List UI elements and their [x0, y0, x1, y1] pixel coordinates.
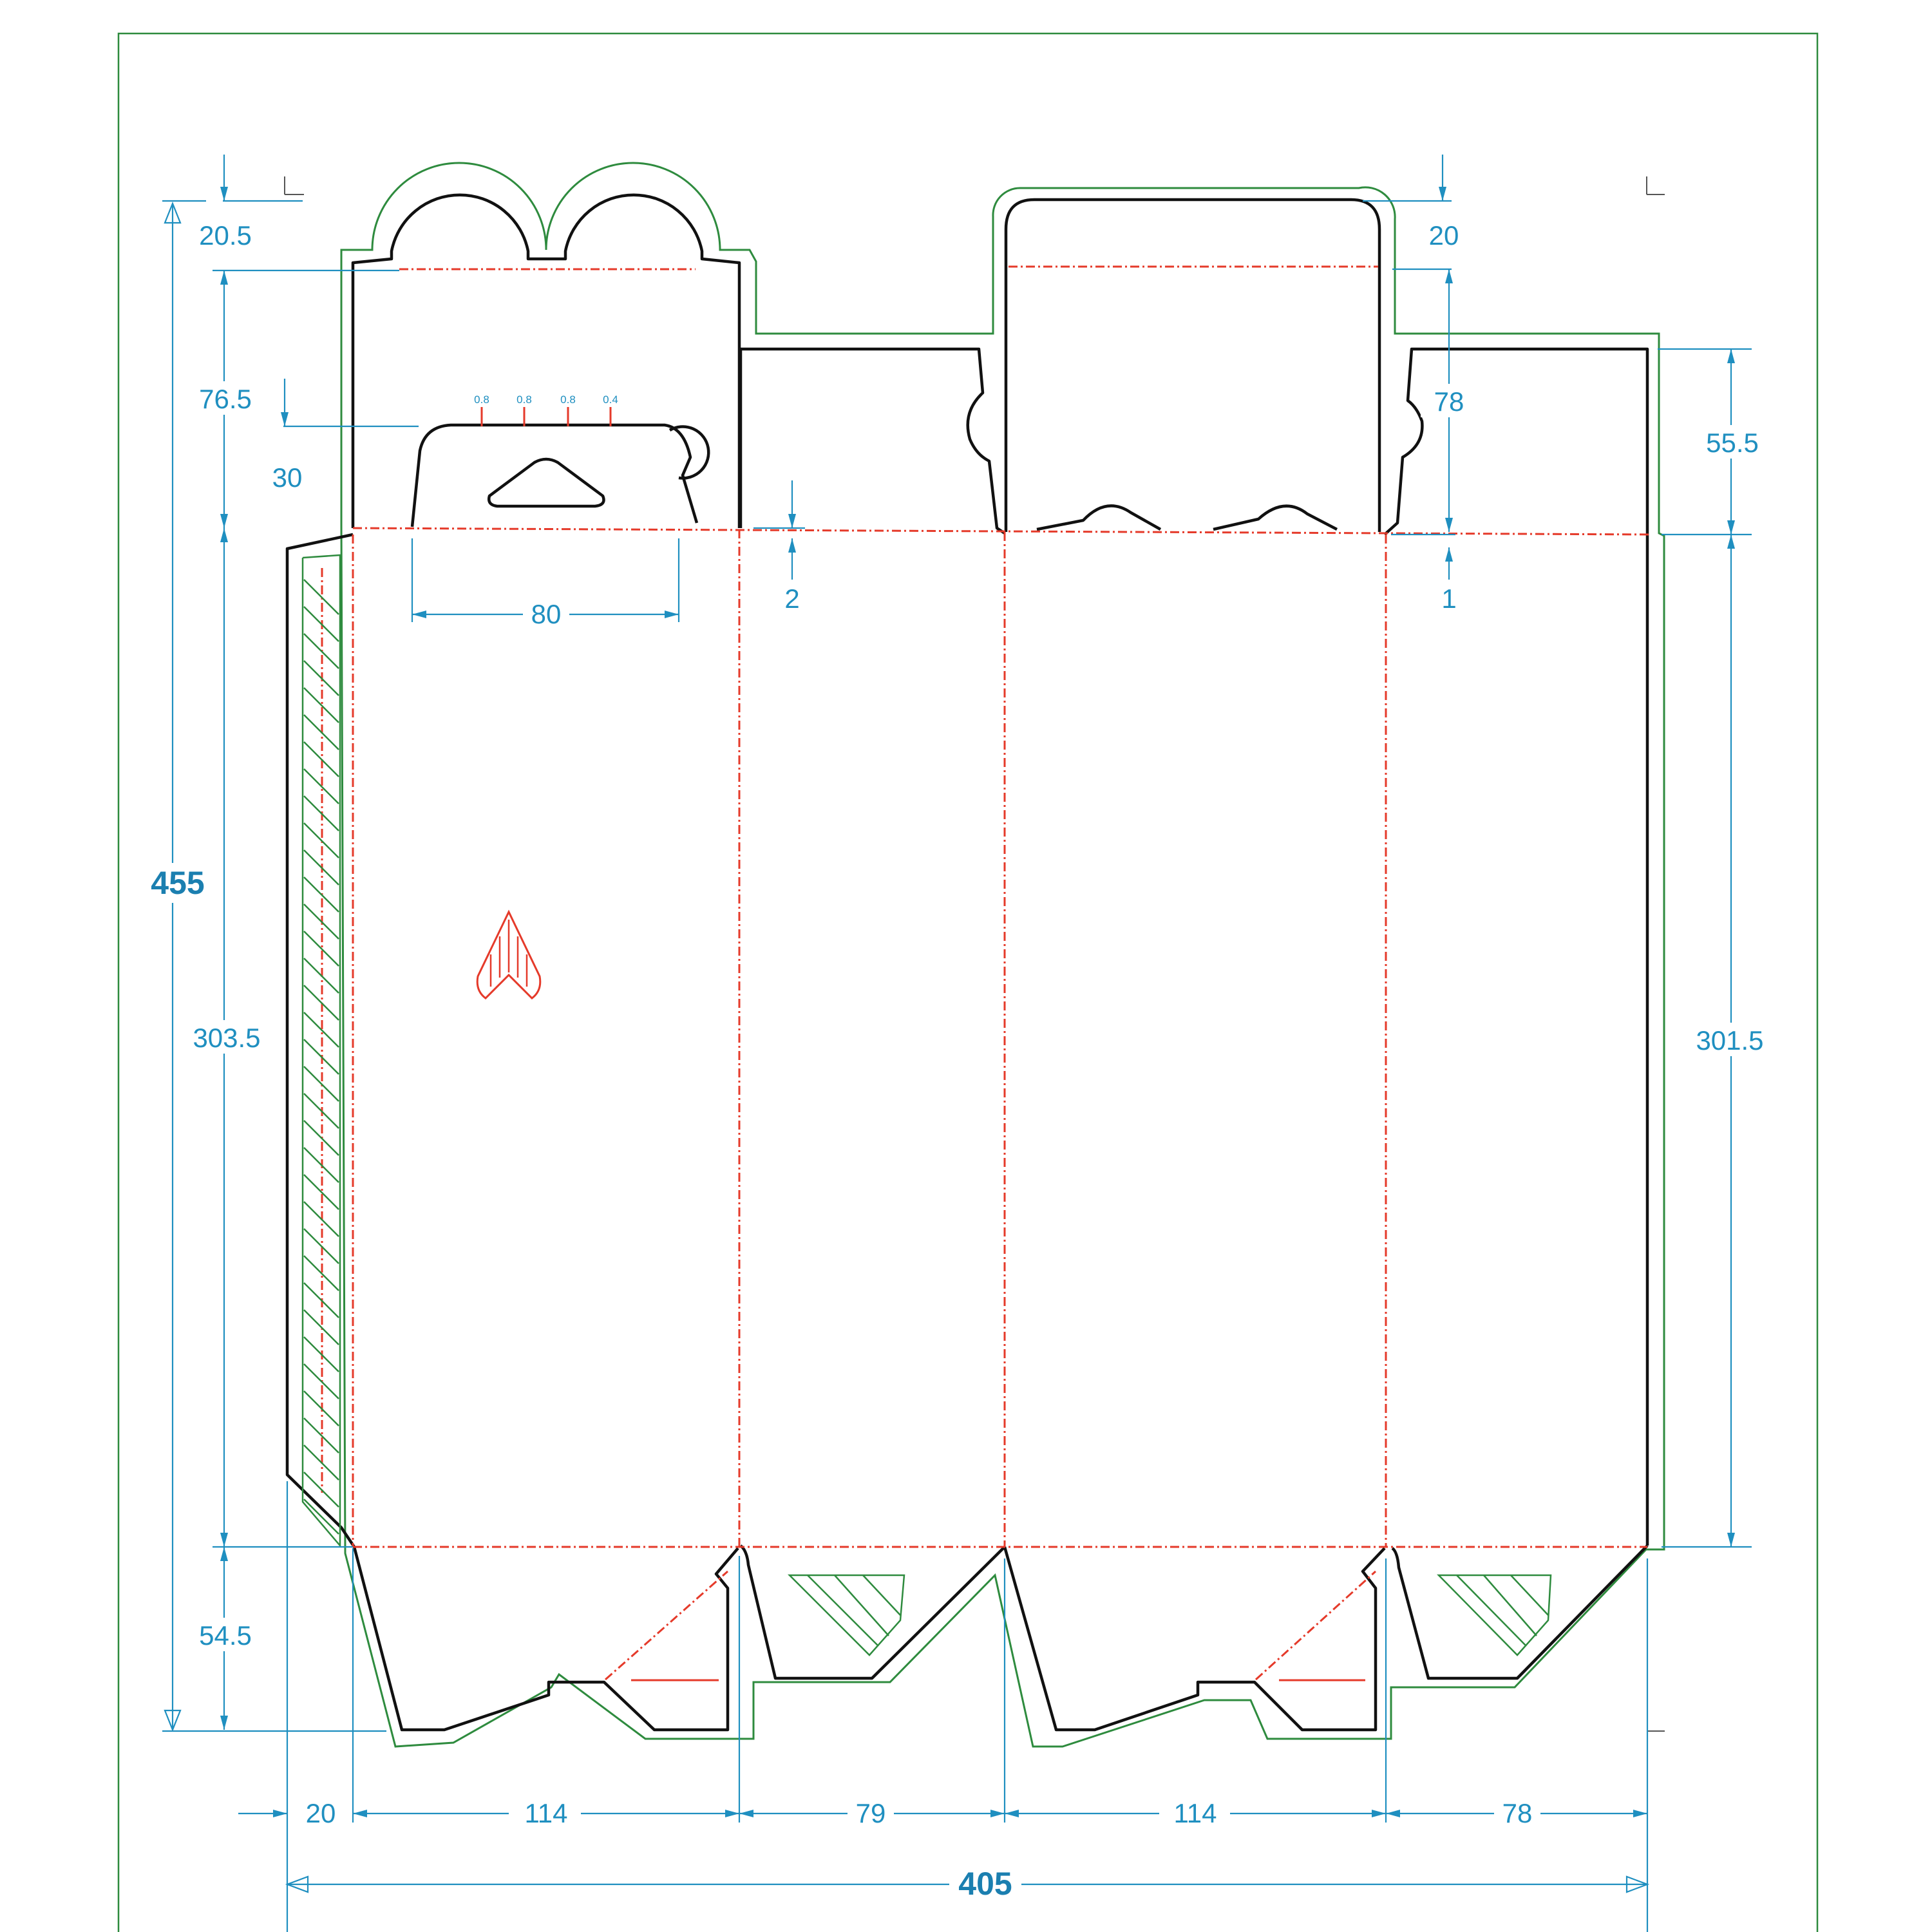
panel-2-top-flap-cut: [739, 347, 1006, 535]
hatch-line: [303, 822, 339, 858]
hatch-line: [303, 1012, 339, 1048]
dim-overall-width: 405: [958, 1866, 1012, 1902]
dim-top-flap-left: 20.5: [199, 220, 252, 251]
hatch-line: [303, 1499, 339, 1535]
dim-panel-1: 114: [525, 1798, 568, 1828]
left-top-flap-cut: [351, 193, 741, 528]
bottom-flap-4-cut: [1391, 1544, 1649, 1680]
dim-gap-left: 2: [784, 583, 799, 614]
dim-side-top-flap: 55.5: [1706, 428, 1759, 458]
hatch-line: [303, 606, 339, 642]
label-masks: [144, 381, 1774, 1902]
dim-bottom: 54.5: [199, 1620, 252, 1651]
dim-lid-right: 78: [1434, 386, 1464, 417]
hatch-line: [303, 714, 339, 750]
hatch-line: [303, 1336, 339, 1372]
dim-body-right: 301.5: [1696, 1025, 1763, 1056]
hanger-panel-cut: [410, 423, 699, 527]
dim-panel-4: 78: [1502, 1798, 1533, 1828]
hatch-line: [303, 687, 339, 723]
hatch-line: [303, 660, 339, 696]
hatch-line: [303, 1093, 339, 1129]
hatch-line: [303, 1363, 339, 1399]
hatch-line: [303, 849, 339, 886]
hatch-line: [303, 795, 339, 831]
dim-top-flap-right: 20: [1429, 220, 1459, 251]
hatch-line: [303, 1147, 339, 1183]
dim-overall-height: 455: [151, 865, 204, 901]
hatch-line: [303, 579, 339, 615]
grain-direction-arrow-icon: [476, 909, 542, 999]
dim-panel-2: 79: [856, 1798, 886, 1828]
glue-area-hatch: [301, 554, 341, 1548]
dimension-lines: [162, 155, 1752, 1932]
thickness-ticks: [480, 407, 612, 426]
hatch-line: [303, 1417, 339, 1454]
hanger-tab-cut: [668, 425, 710, 480]
hatch-line: [303, 1282, 339, 1318]
hatch-line: [303, 931, 339, 967]
hatch-line: [303, 1390, 339, 1426]
hatch-line: [303, 768, 339, 804]
hatch-line: [303, 876, 339, 913]
hatch-line: [303, 1174, 339, 1210]
bottom-window-left: [787, 1574, 905, 1656]
bleed-outline: [340, 162, 1665, 1748]
hatch-line: [303, 1120, 339, 1156]
thickness-label-2: 0.8: [516, 393, 532, 406]
drawing-frame: [117, 32, 1819, 1932]
hatch-line: [303, 958, 339, 994]
bottom-window-right: [1437, 1574, 1552, 1656]
thickness-label-3: 0.8: [560, 393, 576, 406]
hatch-line: [303, 1228, 339, 1264]
panel-4-top-flap-cut: [1383, 347, 1649, 536]
thickness-label-1: 0.8: [474, 393, 489, 406]
dome-tab-left-cut: [1036, 504, 1162, 531]
hatch-line: [303, 741, 339, 777]
dim-gap-right: 1: [1441, 583, 1456, 614]
bottom-flap-2-cut: [739, 1544, 1006, 1680]
hatch-line: [303, 1472, 339, 1508]
bottom-flap-1-cut: [352, 1546, 739, 1732]
hatch-line: [303, 633, 339, 669]
crease-lines: [321, 265, 1649, 1681]
hatch-line: [303, 1066, 339, 1102]
hatch-line: [303, 1309, 339, 1345]
hatch-line: [303, 1444, 339, 1481]
hatch-line: [303, 1039, 339, 1075]
dim-body-left: 303.5: [193, 1023, 260, 1053]
dim-hanger-width: 80: [531, 599, 562, 629]
dimension-arrowheads: [164, 187, 1735, 1893]
glue-flap-cut: [285, 533, 355, 1548]
dim-panel-3: 114: [1174, 1798, 1217, 1828]
hatch-line: [303, 1255, 339, 1291]
hatch-line: [303, 985, 339, 1021]
panel-3-lid-cut: [1004, 198, 1381, 532]
dome-tab-right-cut: [1213, 504, 1338, 531]
bottom-flap-3-cut: [1003, 1546, 1386, 1732]
thickness-label-4: 0.4: [603, 393, 618, 406]
corner-marks: [284, 176, 1665, 1732]
dim-lid-left: 76.5: [199, 384, 252, 414]
dim-hanger-offset: 30: [272, 462, 303, 493]
hatch-line: [303, 904, 339, 940]
hanger-hole-cut: [488, 457, 605, 508]
hatch-line: [303, 1201, 339, 1237]
dim-glue-flap: 20: [306, 1798, 336, 1828]
